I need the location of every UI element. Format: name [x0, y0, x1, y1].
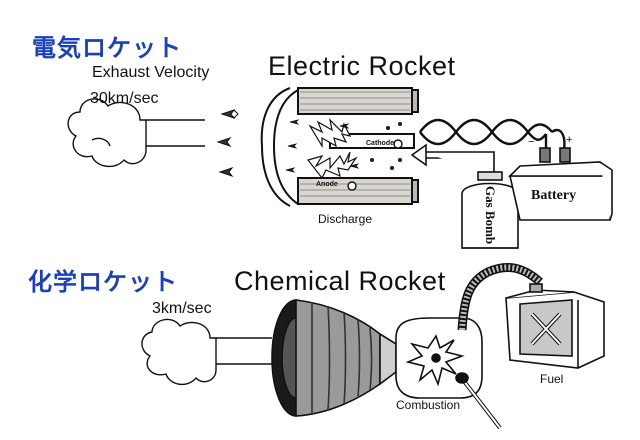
- discharge-spark-icon: [306, 118, 358, 180]
- fuel-label: Fuel: [540, 372, 564, 386]
- body-shading: [300, 91, 410, 197]
- cathode-terminal: [393, 139, 403, 149]
- chemical-exhaust-value: 3km/sec: [152, 300, 212, 317]
- chemical-exhaust-cloud-icon: [141, 318, 272, 385]
- cathode-label: Cathode: [366, 140, 394, 147]
- fuel-can-icon: [505, 283, 605, 369]
- rocket-nozzle: [271, 299, 397, 417]
- gas-bomb-cylinder: [461, 171, 519, 249]
- ion-dots: [285, 119, 402, 173]
- discharge-label: Discharge: [318, 212, 373, 226]
- chemical-rocket-title: Chemical Rocket: [234, 266, 446, 296]
- anode-label: Anode: [316, 181, 338, 188]
- electric-rocket-jp-title: 電気ロケット: [32, 34, 182, 62]
- ion-arrows: [216, 109, 239, 177]
- exhaust-velocity-label: Exhaust Velocity: [92, 64, 210, 81]
- anode-terminal: [347, 181, 357, 191]
- battery-icon: [508, 147, 613, 221]
- battery-plus-sign: +: [566, 134, 573, 146]
- battery-minus-sign: −: [528, 136, 535, 148]
- electric-exhaust-cloud-icon: [67, 98, 205, 167]
- electric-rocket-title: Electric Rocket: [268, 51, 456, 81]
- gas-bomb-label: Gas Bomb: [483, 186, 498, 245]
- chemical-rocket-jp-title: 化学ロケット: [28, 268, 178, 296]
- fuel-hose: [457, 262, 543, 331]
- gas-feed-pipe: [410, 143, 495, 178]
- battery-label: Battery: [531, 188, 577, 203]
- electric-exhaust-value: 30km/sec: [90, 90, 159, 107]
- twisted-wire: [419, 118, 566, 151]
- igniter: [455, 372, 502, 430]
- combustion-label: Combustion: [396, 398, 461, 412]
